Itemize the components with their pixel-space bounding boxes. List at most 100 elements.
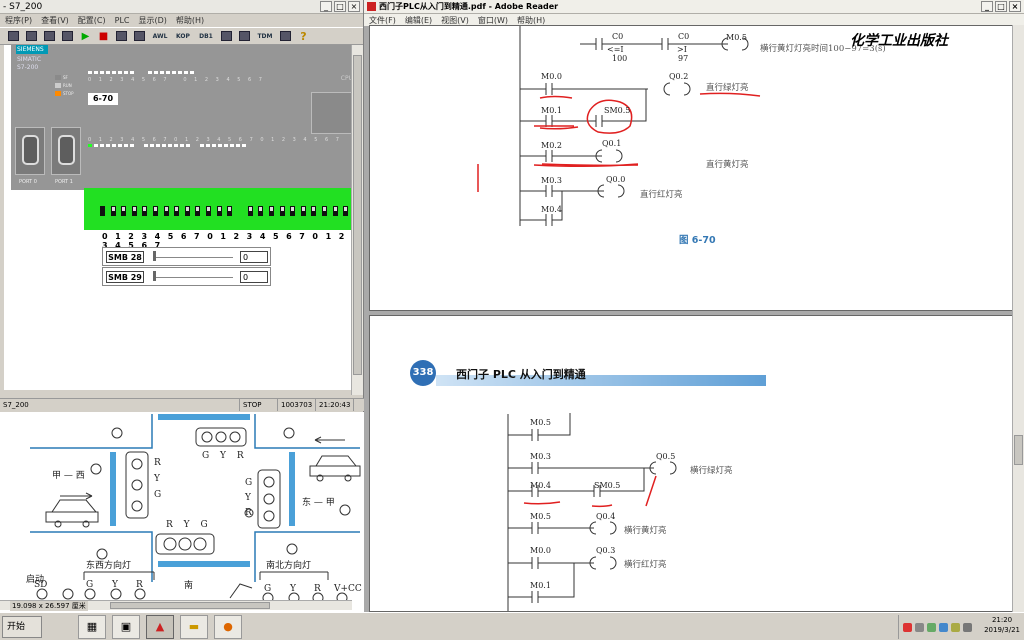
reader-menu-help[interactable]: 帮助(H) (517, 15, 546, 25)
tdm-button[interactable]: TDM (257, 32, 273, 40)
input-switch[interactable] (100, 206, 105, 216)
input-switch[interactable] (269, 206, 274, 216)
menu-program[interactable]: 程序(P) (5, 16, 33, 25)
kop-button[interactable]: KOP (176, 32, 190, 40)
taskbar-app-editor-icon[interactable]: ▦ (78, 614, 106, 639)
open-icon[interactable] (6, 29, 21, 43)
input-switch[interactable] (227, 206, 233, 216)
menu-help[interactable]: 帮助(H) (175, 16, 205, 25)
maximize-button[interactable]: □ (334, 1, 346, 12)
input-numbers-small: 0 1 2 3 4 5 6 7 0 1 2 3 4 5 6 7 0 1 2 3 … (88, 137, 342, 143)
db1-button[interactable]: DB1 (199, 32, 213, 40)
load-icon[interactable] (24, 29, 39, 43)
taskbar-app-pdf-icon[interactable]: ▲ (146, 614, 174, 639)
input-switch[interactable] (121, 206, 127, 216)
input-switch[interactable] (322, 206, 327, 216)
tray-input-icon[interactable] (903, 622, 912, 632)
traffic-horizontal-scrollbar[interactable] (0, 600, 352, 610)
m02-label: M0.2 (541, 141, 562, 150)
smb29-value[interactable]: 0 (240, 271, 268, 283)
input-switch[interactable] (131, 206, 137, 216)
reader-minimize-button[interactable]: _ (981, 1, 993, 12)
input-switch[interactable] (332, 206, 338, 216)
traffic-scroll-thumb[interactable] (110, 602, 270, 609)
input-switch[interactable] (247, 206, 253, 216)
table-icon[interactable] (132, 29, 147, 43)
sm05-label: SM0.5 (604, 106, 631, 115)
monitor-icon[interactable] (114, 29, 129, 43)
red-annotations (477, 92, 761, 192)
input-switch[interactable] (206, 206, 211, 216)
menu-plc[interactable]: PLC (114, 16, 130, 25)
chart-icon[interactable] (219, 29, 234, 43)
smb29-track (153, 277, 233, 278)
reader-window-title: 西门子PLC从入门到精通.pdf - Adobe Reader (379, 2, 559, 11)
reader-scroll-thumb[interactable] (1014, 435, 1023, 465)
input-switch[interactable] (110, 206, 116, 216)
smb29-slider[interactable] (153, 271, 156, 281)
figure-caption: 图 6-70 (679, 235, 716, 246)
taskbar-app-folder-icon[interactable]: ▬ (180, 614, 208, 639)
print-icon[interactable] (60, 29, 75, 43)
sim-scroll-thumb[interactable] (353, 55, 362, 375)
reader-titlebar[interactable]: 西门子PLC从入门到精通.pdf - Adobe Reader _ □ × (364, 0, 1024, 14)
tray-network-icon[interactable] (927, 622, 936, 632)
tray-security-icon[interactable] (951, 622, 960, 632)
input-switch[interactable] (300, 206, 306, 216)
reader-menu-window[interactable]: 窗口(W) (477, 15, 509, 25)
input-switch[interactable] (311, 206, 317, 216)
status-icon[interactable] (237, 29, 252, 43)
reader-maximize-button[interactable]: □ (995, 1, 1007, 12)
input-leds (88, 144, 246, 147)
sim-titlebar[interactable]: - S7_200 _ □ × (0, 0, 363, 14)
reader-menu-file[interactable]: 文件(F) (369, 15, 396, 25)
tray-volume-icon[interactable] (939, 622, 948, 632)
input-switch[interactable] (290, 206, 296, 216)
input-switch[interactable] (142, 206, 148, 216)
tray-keyboard-icon[interactable] (915, 622, 924, 632)
smb28-value[interactable]: 0 (240, 251, 268, 263)
publisher-watermark: 化学工业出版社 (850, 33, 948, 49)
menu-view[interactable]: 查看(V) (41, 16, 69, 25)
help-icon[interactable]: ? (300, 29, 307, 43)
menu-config[interactable]: 配置(C) (77, 16, 106, 25)
menu-display[interactable]: 显示(D) (138, 16, 167, 25)
taskbar-app-media-icon[interactable]: ● (214, 614, 242, 639)
straight-red-note: 直行红灯亮 (640, 190, 683, 200)
tray-misc-icon[interactable] (963, 622, 972, 632)
run-icon[interactable]: ▶ (81, 30, 90, 42)
reader-vertical-scrollbar[interactable] (1012, 25, 1024, 612)
m01-label: M0.1 (541, 106, 562, 115)
start-button[interactable]: 开始 (2, 615, 42, 638)
c0-a-value: 100 (612, 54, 628, 63)
input-switch[interactable] (174, 206, 180, 216)
input-switch[interactable] (216, 206, 222, 216)
reader-close-button[interactable]: × (1009, 1, 1021, 12)
input-switch[interactable] (163, 206, 169, 216)
taskbar-app-simulator-icon[interactable]: ▣ (112, 614, 140, 639)
input-switch[interactable] (258, 206, 264, 216)
pdf-page-338: 338 西门子 PLC 从入门到精通 (369, 315, 1013, 612)
settings-icon[interactable] (278, 29, 293, 43)
input-switch[interactable] (343, 206, 349, 216)
input-switch[interactable] (195, 206, 201, 216)
save-icon[interactable] (42, 29, 57, 43)
close-button[interactable]: × (348, 1, 360, 12)
status-name: S7_200 (0, 399, 240, 411)
top-light-label: G Y R (202, 451, 248, 461)
ew-lights-label: 东西方向灯 (86, 561, 132, 571)
input-switch[interactable] (279, 206, 285, 216)
input-switch[interactable] (153, 206, 158, 216)
smb28-slider[interactable] (153, 251, 156, 261)
reader-menu-edit[interactable]: 编辑(E) (404, 15, 433, 25)
reader-menubar: 文件(F) 编辑(E) 视图(V) 窗口(W) 帮助(H) (364, 14, 1024, 26)
stop-icon[interactable]: ■ (98, 30, 109, 42)
minimize-button[interactable]: _ (320, 1, 332, 12)
reader-menu-view[interactable]: 视图(V) (441, 15, 469, 25)
display-code: 6-70 (88, 93, 118, 105)
input-switch[interactable] (184, 206, 190, 216)
sim-vertical-scrollbar[interactable] (351, 45, 363, 395)
awl-button[interactable]: AWL (152, 32, 168, 40)
